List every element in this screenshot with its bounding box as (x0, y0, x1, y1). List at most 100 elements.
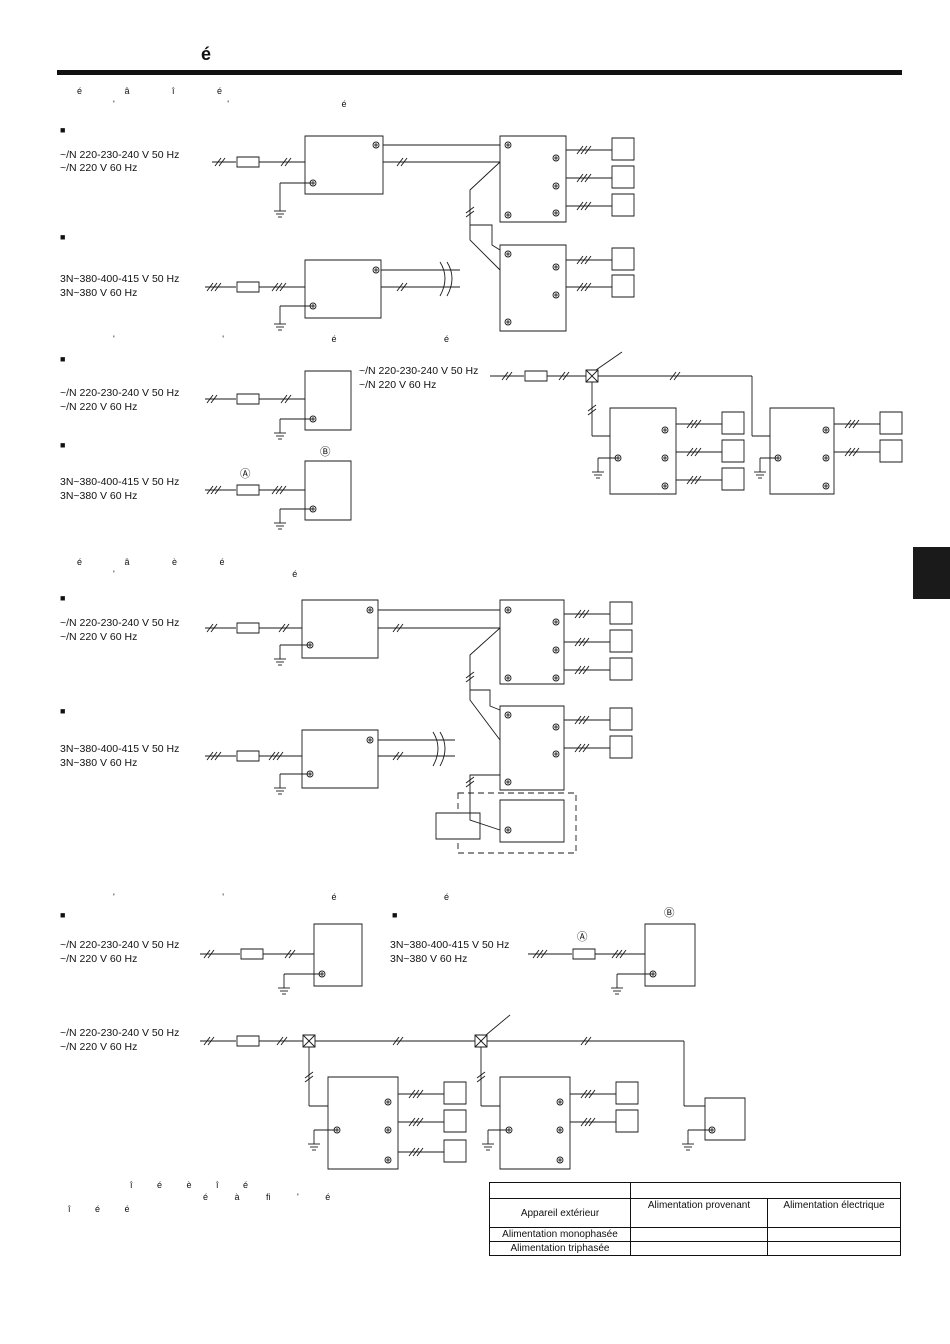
wire-count-mark (208, 1037, 214, 1045)
ground-symbol (557, 1099, 563, 1105)
indoor-device (722, 440, 744, 462)
outdoor-unit (305, 461, 351, 520)
option-unit (500, 800, 564, 842)
wire-count-mark (276, 486, 282, 494)
wire-count-mark (211, 486, 217, 494)
wire-count-mark (585, 202, 591, 210)
wire-count-mark (207, 624, 213, 632)
indoor-unit (770, 408, 834, 494)
wire-count-mark (577, 256, 583, 264)
wire-count-mark (687, 448, 693, 456)
ground-symbol (553, 210, 559, 216)
wire-count-mark (269, 752, 275, 760)
bullet: ■ (60, 910, 66, 920)
wire-count-mark (413, 1148, 419, 1156)
indoor-device (612, 194, 634, 216)
wire-count-mark (588, 405, 596, 411)
wire-count-mark (477, 1072, 485, 1078)
wire-count-mark (280, 283, 286, 291)
wire (470, 775, 500, 830)
supply-label: ~/N 220 V 60 Hz (60, 162, 138, 174)
supply-label: ~/N 220 V 60 Hz (359, 379, 437, 391)
wire-count-mark (579, 744, 585, 752)
ground-symbol (373, 267, 379, 273)
legend-col-provenant: Alimentation provenant (630, 1198, 768, 1228)
wire-count-mark (277, 1037, 283, 1045)
header-rule (57, 70, 902, 75)
wire-count-mark (466, 207, 474, 213)
wire-count-mark (695, 448, 701, 456)
ground-symbol (553, 292, 559, 298)
wire-count-mark (207, 486, 213, 494)
footer-line2: é à ﬁ ' é (203, 1192, 331, 1202)
wire-count-mark (579, 666, 585, 674)
wire (470, 162, 500, 250)
label-b: Ⓑ (664, 907, 675, 919)
indoor-unit (500, 706, 564, 790)
junction-box (303, 1035, 315, 1047)
wire-count-mark (417, 1118, 423, 1126)
indoor-device (610, 602, 632, 624)
indoor-device (722, 412, 744, 434)
label-a: Ⓐ (240, 468, 251, 480)
indoor-device (610, 708, 632, 730)
wire-count-mark (585, 146, 591, 154)
wire-count-mark (280, 486, 286, 494)
supply-label: 3N~380 V 60 Hz (60, 287, 138, 299)
supply-label: ~/N 220-230-240 V 50 Hz (60, 149, 180, 161)
wire-count-mark (502, 372, 508, 380)
wire-count-mark (585, 256, 591, 264)
breaker-box (237, 623, 259, 633)
indoor-device (444, 1140, 466, 1162)
bullet: ■ (60, 354, 66, 364)
wire-count-mark (559, 372, 565, 380)
ground-symbol (553, 724, 559, 730)
wire-count-mark (305, 1076, 313, 1082)
wire-count-mark (695, 476, 701, 484)
note-2: ' ' é é (113, 892, 449, 902)
wire (470, 225, 500, 270)
wire-count-mark (273, 752, 279, 760)
ground-symbol (505, 675, 511, 681)
legend-table: Appareil extérieur Alimentation provenan… (489, 1182, 901, 1256)
intro-1-line2: ' ' é (113, 99, 347, 109)
indoor-device (880, 412, 902, 434)
indoor-unit (500, 245, 566, 331)
ground-symbol (505, 142, 511, 148)
wire-count-mark (537, 950, 543, 958)
indoor-device (612, 138, 634, 160)
wire-count-mark (577, 146, 583, 154)
indoor-device (612, 166, 634, 188)
wire-count-mark (585, 1037, 591, 1045)
wire-count-mark (215, 158, 221, 166)
wire-count-mark (477, 1076, 485, 1082)
indoor-unit (500, 1077, 570, 1169)
supply-label: ~/N 220-230-240 V 50 Hz (60, 617, 180, 629)
ground-symbol (385, 1127, 391, 1133)
wire-count-mark (612, 950, 618, 958)
ground-symbol (373, 142, 379, 148)
wire-count-mark (215, 283, 221, 291)
legend-row-mono: Alimentation monophasée (489, 1227, 631, 1242)
indoor-device (610, 658, 632, 680)
outdoor-unit (305, 136, 383, 194)
wire-count-mark (849, 448, 855, 456)
wire (470, 628, 500, 710)
wire-count-mark (276, 283, 282, 291)
wire-count-mark (581, 1037, 587, 1045)
wire-count-mark (466, 211, 474, 217)
indoor-device (616, 1082, 638, 1104)
outdoor-unit (302, 730, 378, 788)
wire-count-mark (211, 283, 217, 291)
wire-count-mark (211, 752, 217, 760)
indoor-unit (500, 136, 566, 222)
wire-count-mark (401, 158, 407, 166)
wire-count-mark (563, 372, 569, 380)
wire-count-mark (585, 283, 591, 291)
supply-label: 3N~380-400-415 V 50 Hz (60, 743, 180, 755)
bullet: ■ (60, 706, 66, 716)
note-1: ' ' é é (113, 334, 449, 344)
ground-symbol (505, 712, 511, 718)
wire-count-mark (283, 624, 289, 632)
ground-symbol (662, 455, 668, 461)
